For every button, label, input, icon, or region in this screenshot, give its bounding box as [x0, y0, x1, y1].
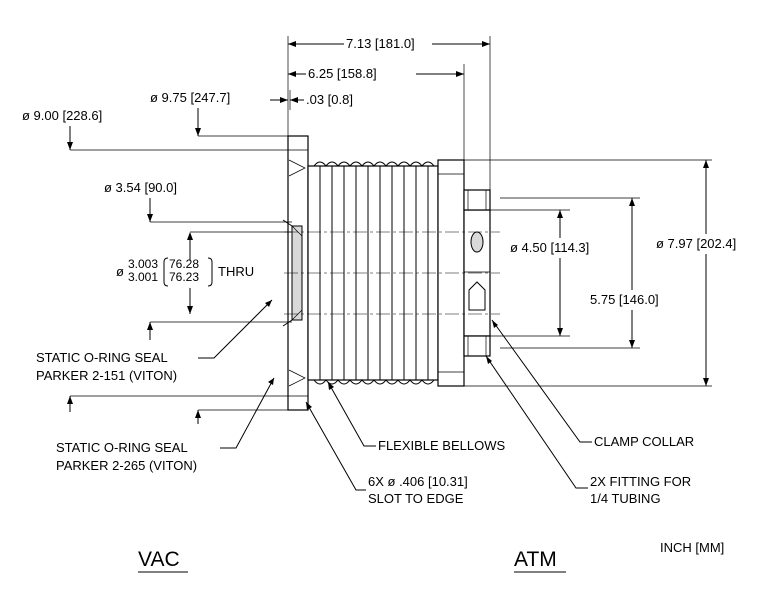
dim-bellows-length: 6.25 [158.8] [308, 66, 377, 81]
callout-oring-265-line2: PARKER 2-265 (VITON) [56, 458, 197, 473]
callout-slot-line1: 6X ø .406 [10.31] [368, 474, 468, 489]
dimension-lines [67, 36, 712, 424]
tube-fittings [463, 189, 491, 357]
callout-oring-151-line1: STATIC O-RING SEAL [36, 350, 168, 365]
callout-fitting-line1: 2X FITTING FOR [590, 474, 691, 489]
dim-bolt-circle: ø 9.00 [228.6] [22, 108, 102, 123]
thru-bore-in-max: 3.003 [128, 257, 158, 271]
dim-collar-id: ø 4.50 [114.3] [510, 240, 589, 255]
dim-bore-od: ø 3.54 [90.0] [104, 180, 177, 195]
dim-thru-bore: ø 3.003 3.001 76.28 76.23 THRU [116, 257, 254, 287]
dim-flange-od: ø 9.75 [247.7] [150, 90, 230, 105]
centerlines [284, 231, 500, 315]
label-atm: ATM [514, 548, 557, 571]
dim-fitting-spacing: 5.75 [146.0] [590, 292, 659, 307]
callout-bellows: FLEXIBLE BELLOWS [378, 438, 505, 453]
dim-overall-length: 7.13 [181.0] [346, 36, 415, 51]
dim-flange-gap: .03 [0.8] [306, 92, 353, 107]
label-units: INCH [MM] [660, 540, 724, 555]
thru-bore-prefix: ø [116, 264, 124, 279]
oring-groove [282, 219, 293, 327]
callout-oring-265-line1: STATIC O-RING SEAL [56, 440, 188, 455]
thru-label: THRU [218, 264, 254, 279]
thru-bore-mm-max: 76.28 [169, 257, 199, 271]
label-vac: VAC [138, 548, 180, 571]
dim-atm-flange-od: ø 7.97 [202.4] [656, 236, 736, 251]
thru-bore-mm-min: 76.23 [169, 270, 199, 284]
callout-fitting-line2: 1/4 TUBING [590, 491, 661, 506]
callout-clamp: CLAMP COLLAR [594, 434, 694, 449]
callout-oring-151-line2: PARKER 2-151 (VITON) [36, 368, 177, 383]
callout-leaders [198, 299, 592, 491]
callout-slot-line2: SLOT TO EDGE [368, 491, 464, 506]
thru-bore-in-min: 3.001 [128, 270, 158, 284]
